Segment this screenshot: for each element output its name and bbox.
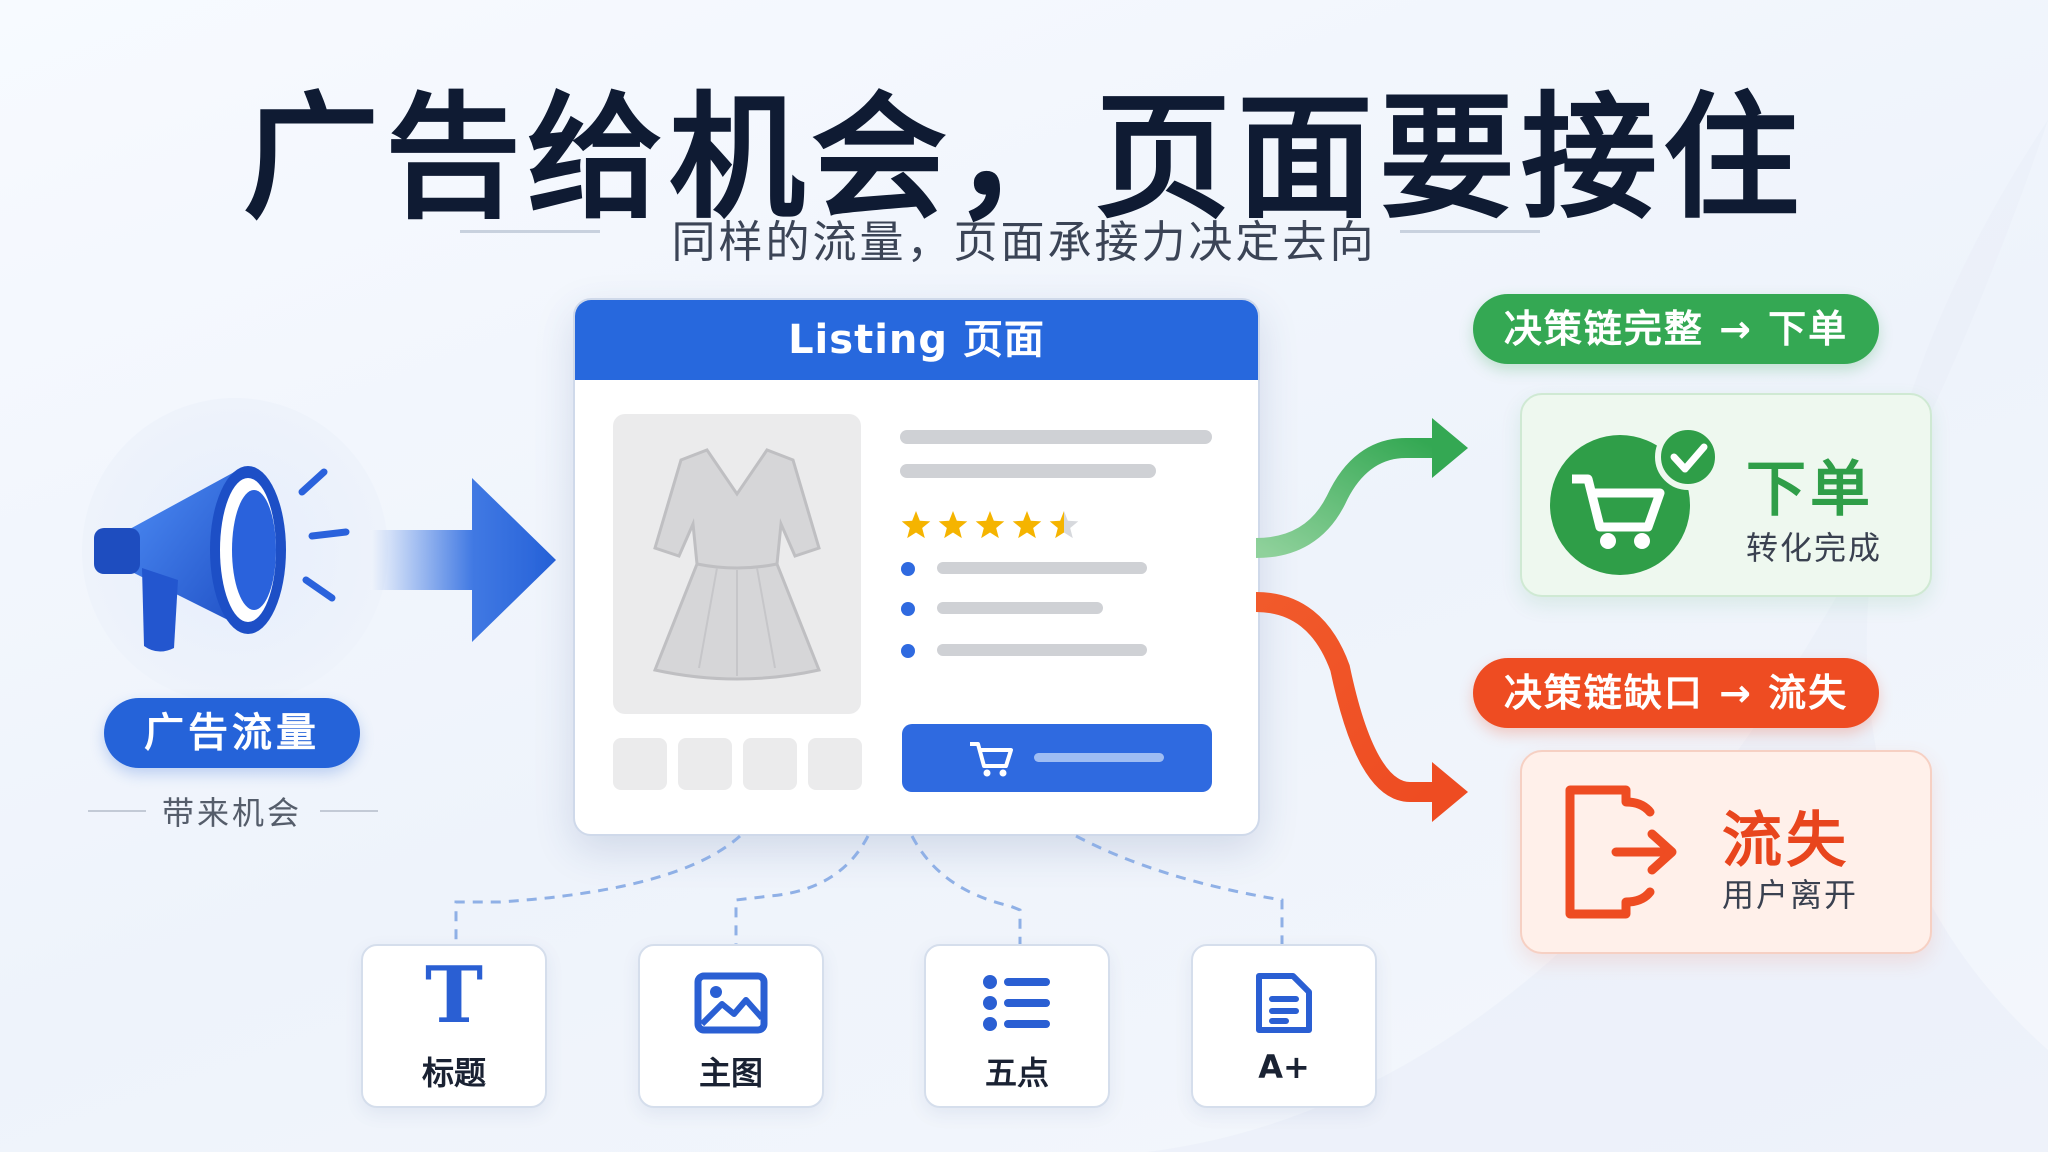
- outcome-arrows: [1256, 418, 1468, 822]
- thumbnail-1[interactable]: [613, 738, 667, 790]
- exit-icon: [1565, 785, 1677, 919]
- bullet-line-2: [937, 602, 1103, 614]
- subtitle-row: 同样的流量，页面承接力决定去向: [0, 206, 2048, 268]
- star-icon: [1049, 511, 1079, 539]
- bullet-dot-3: [901, 644, 915, 658]
- star-icon: [901, 511, 931, 539]
- add-to-cart-button[interactable]: [902, 724, 1212, 792]
- ad-traffic-badge: 广告流量: [104, 698, 360, 768]
- order-title: 下单: [1746, 455, 1874, 525]
- churn-outcome-card: 流失 用户离开: [1520, 750, 1932, 954]
- product-image: [613, 414, 861, 714]
- feature-connectors: [454, 834, 1284, 944]
- image-icon: [694, 972, 768, 1034]
- page-subtitle: 同样的流量，页面承接力决定去向: [671, 217, 1377, 268]
- thumbnail-2[interactable]: [678, 738, 732, 790]
- bullet-dot-1: [901, 562, 915, 576]
- cart-check-icon: [1550, 424, 1721, 575]
- page-title: 广告给机会，页面要接住: [243, 80, 1805, 238]
- order-subtitle: 转化完成: [1746, 529, 1883, 567]
- churn-subtitle: 用户离开: [1722, 876, 1859, 914]
- feature-title: T 标题: [361, 944, 547, 1108]
- subtitle-line-right: [1400, 230, 1540, 233]
- thumbnail-4[interactable]: [808, 738, 862, 790]
- document-icon: [1256, 973, 1312, 1033]
- thumbnail-3[interactable]: [743, 738, 797, 790]
- title-placeholder-line-2: [900, 464, 1156, 478]
- success-path-badge: 决策链完整 → 下单: [1473, 294, 1879, 364]
- star-icon: [975, 511, 1005, 539]
- bullet-line-3: [937, 644, 1147, 656]
- bullet-dot-2: [901, 602, 915, 616]
- order-outcome-card: 下单 转化完成: [1520, 393, 1932, 597]
- feature-a-plus-label: A+: [1258, 1048, 1310, 1086]
- traffic-arrow: [372, 478, 556, 642]
- note-line-left: [88, 810, 146, 812]
- listing-page-card: Listing 页面: [573, 298, 1260, 836]
- feature-a-plus: A+: [1191, 944, 1377, 1108]
- failure-path-badge: 决策链缺口 → 流失: [1473, 658, 1879, 728]
- cart-icon: [970, 742, 1013, 777]
- star-icon: [938, 511, 968, 539]
- feature-title-label: 标题: [421, 1054, 486, 1092]
- megaphone-icon: [94, 466, 350, 652]
- title-placeholder-line-1: [900, 430, 1212, 444]
- churn-title: 流失: [1722, 806, 1850, 876]
- feature-five-points: 五点: [924, 944, 1110, 1108]
- feature-main-image-label: 主图: [698, 1054, 763, 1092]
- bullet-list-icon: [983, 975, 1050, 1031]
- star-rating: [901, 511, 1079, 539]
- subtitle-line-left: [460, 230, 600, 233]
- star-icon: [1012, 511, 1042, 539]
- listing-card-title: Listing 页面: [575, 300, 1258, 380]
- note-line-right: [320, 810, 378, 812]
- bullet-line-1: [937, 562, 1147, 574]
- dress-icon: [652, 448, 822, 681]
- feature-five-points-label: 五点: [984, 1054, 1049, 1092]
- cart-button-text-placeholder: [1034, 753, 1164, 762]
- feature-main-image: 主图: [638, 944, 824, 1108]
- ad-traffic-note: 带来机会: [161, 794, 302, 832]
- title-t-icon: T: [424, 950, 484, 1041]
